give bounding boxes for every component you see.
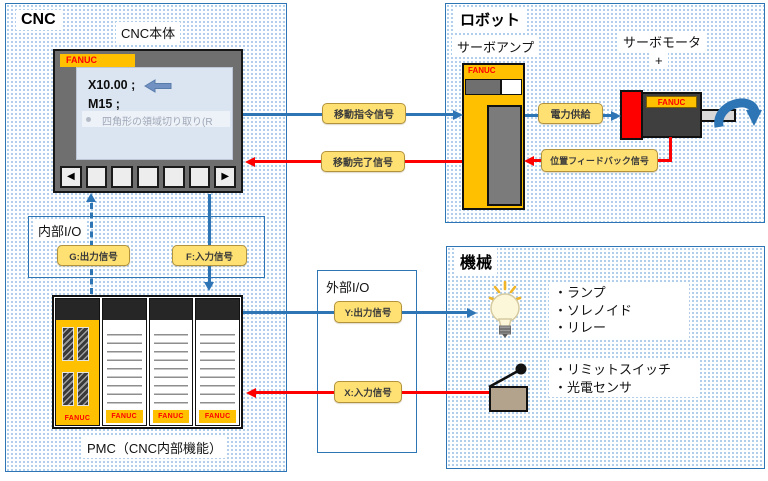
pmc-module-cpu: FANUC [55, 298, 100, 426]
pmc-module-top [149, 299, 193, 320]
f-signal-label: F:入力信号 [172, 245, 247, 266]
cnc-title: CNC [16, 10, 61, 30]
limit-switch-icon [489, 386, 528, 412]
cnc-unit-label: CNC本体 [116, 22, 181, 43]
external-io-box [317, 270, 417, 453]
power-supply-line [602, 114, 612, 117]
nc-program-line-1: X10.00 ; [88, 78, 136, 92]
softkey-row: ◀ ▶ [60, 166, 237, 188]
machine-title: 機械 [455, 248, 498, 274]
fanuc-logo: FANUC [64, 415, 91, 422]
list-item: ・ソレノイド [554, 302, 633, 318]
softkey-button [162, 166, 185, 188]
amp-panel-gray [465, 79, 501, 95]
power-supply-line [525, 114, 539, 117]
amp-heatsink [487, 105, 522, 206]
cursor-arrow-icon [144, 79, 172, 93]
y-signal-arrowhead [467, 308, 477, 318]
position-feedback-arrowhead [524, 156, 534, 166]
ghost-bullet-icon [86, 117, 91, 122]
softkey-button [111, 166, 134, 188]
fanuc-logo: FANUC [204, 413, 231, 420]
fanuc-logo-badge: FANUC [60, 54, 135, 67]
servo-amplifier: FANUC [462, 63, 525, 210]
position-feedback-line [534, 159, 543, 162]
position-feedback-line [669, 137, 672, 162]
fanuc-logo: FANUC [111, 413, 137, 420]
list-item: ・ランプ [554, 285, 606, 300]
servo-motor-body: FANUC [641, 92, 702, 138]
next-softkey-button: ▶ [214, 166, 237, 188]
module-slots [106, 327, 142, 407]
output-device-list: ・ランプ ・ソレノイド ・リレー [549, 283, 689, 338]
move-complete-label: 移動完了信号 [321, 151, 405, 172]
cnc-screen: X10.00 ; M15 ; 四角形の領域切り取り(R [76, 67, 233, 160]
fanuc-logo: FANUC [468, 66, 496, 75]
servo-motor-label: サーボモータ [618, 31, 707, 52]
x-signal-arrowhead [246, 388, 256, 398]
softkey-button [188, 166, 211, 188]
pmc-module: FANUC [148, 298, 194, 426]
fanuc-logo: FANUC [158, 413, 184, 420]
module-slots [153, 327, 189, 407]
y-signal-label: Y:出力信号 [334, 301, 402, 323]
screenshot-ghost-overlay: 四角形の領域切り取り(R [82, 111, 230, 127]
servo-motor-flange [620, 90, 643, 140]
power-supply-arrowhead [611, 111, 621, 121]
internal-io-title: 内部I/O [33, 220, 87, 241]
x-signal-label: X:入力信号 [334, 381, 402, 403]
vent-grille-icon [77, 327, 89, 361]
vent-grille-icon [62, 327, 74, 361]
robot-title: ロボット [455, 8, 526, 31]
prev-softkey-button: ◀ [60, 166, 82, 188]
lamp-icon [488, 280, 522, 338]
amp-panel-white [501, 79, 522, 95]
cnc-display-unit: FANUC X10.00 ; M15 ; 四角形の領域切り取り(R ◀ ▶ [53, 49, 243, 193]
vent-grille-icon [62, 372, 74, 406]
internal-io-box [28, 216, 265, 278]
pmc-module: FANUC [101, 298, 147, 426]
list-item: ・リミットスイッチ [554, 362, 672, 377]
module-slots [200, 327, 235, 407]
list-item: ・光電センサ [554, 379, 633, 395]
move-command-arrowhead [453, 110, 463, 120]
rotation-arrow-icon [714, 98, 762, 128]
f-signal-arrowhead [204, 282, 214, 291]
list-item: ・リレー [554, 320, 607, 335]
power-supply-label: 電力供給 [538, 103, 603, 124]
servo-amp-label: サーボアンプ [452, 36, 540, 57]
limit-switch-lever-icon [488, 363, 527, 388]
g-signal-label: G:出力信号 [57, 245, 130, 266]
pmc-module-top [196, 299, 239, 320]
move-command-label: 移動指令信号 [322, 103, 406, 124]
nc-program-line-2: M15 ; [88, 97, 120, 111]
input-device-list: ・リミットスイッチ ・光電センサ [549, 360, 699, 397]
softkey-button [85, 166, 108, 188]
pmc-module-top [102, 299, 146, 320]
servo-motor-plus: + [650, 52, 668, 69]
pmc-rack: FANUC FANUC FANUC FANUC [52, 295, 243, 429]
softkey-button [137, 166, 159, 188]
pmc-module: FANUC [195, 298, 240, 426]
g-signal-arrowhead [86, 193, 96, 202]
move-complete-arrowhead [245, 157, 255, 167]
pmc-module-top [56, 299, 99, 320]
fanuc-logo-badge: FANUC [646, 96, 697, 108]
position-feedback-line [656, 159, 672, 162]
vent-grille-icon [77, 372, 89, 406]
f-signal-line [208, 194, 211, 282]
position-feedback-label: 位置フィードバック信号 [541, 149, 658, 172]
pmc-caption: PMC（CNC内部機能） [82, 437, 228, 458]
external-io-title: 外部I/O [326, 280, 370, 295]
